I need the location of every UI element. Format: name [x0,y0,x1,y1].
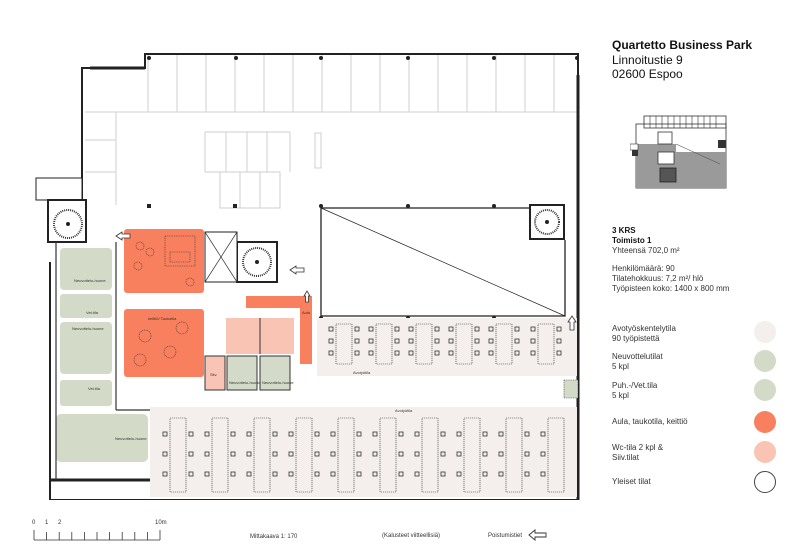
exit-arrows [115,231,577,331]
scale-tick-2: 2 [58,520,62,526]
key-plan-thumbnail [630,114,730,190]
legend-sub: Siiv.tilat [612,453,639,462]
legend-sub: 5 kpl [612,362,629,371]
legend-item-meeting: Neuvottelutilat 5 kpl [612,352,663,372]
legend-item-lobby: Aula, taukotila, keittiö [612,417,688,427]
scale-tick-10m: 10m [155,520,167,526]
legend-swatch-phone [754,379,776,401]
scale-tick-0: 0 [32,520,36,526]
spiral-stair-west-icon [53,209,83,239]
arrow-left-outline-icon [528,529,547,541]
open-office-south [150,407,577,497]
room-label-meeting-3: Neuvottelu-huone [115,436,147,441]
floor-label: 3 KRS [612,226,636,235]
phone-room-2 [60,380,112,406]
exit-arrow-icon [303,290,311,303]
legend-label: Aula, taukotila, keittiö [612,417,688,426]
meeting-room-2 [60,322,112,374]
total-area: Yhteensä 702,0 m² [612,246,680,255]
legend-label: Yleiset tilat [612,477,651,486]
ghost-walls [85,55,578,209]
legend-label: Neuvottelutilat [612,352,663,361]
meeting-room-5 [259,355,291,391]
meeting-room-1 [60,248,112,290]
phone-room-1 [60,294,112,318]
open-office-north [317,318,577,376]
cleaning-room [204,355,226,391]
room-label-open-office-south: Avotyötila [395,408,413,413]
lobby-furniture [133,235,196,367]
room-label-open-office-north: Avotyötila [353,370,371,375]
room-label-phone-1: Vet.tila [86,310,99,315]
furniture-note: (Kalusteet viitteellisiä) [382,533,441,539]
exit-arrow-icon [567,315,577,331]
legend-item-phone: Puh.-/Vet.tila 5 kpl [612,381,657,401]
room-label-meeting-4: Neuvottelu-huone [229,380,261,385]
legend-item-common: Yleiset tilat [612,477,651,487]
desks-south [169,417,565,493]
headcount: Henkilömäärä: 90 [612,264,675,273]
legend-swatch-open-office [754,321,776,343]
room-label-lobby: Aula [302,310,311,315]
floor-plan: Avotyötila Avotyötila Neuvottelu-huone V… [35,53,580,500]
legend-item-wc: Wc-tila 2 kpl & Siiv.tilat [612,443,663,463]
spiral-stair-east-icon [534,209,560,235]
address-street: Linnoitustie 9 [612,53,683,67]
desks-north [335,323,555,365]
room-label-meeting-2: Neuvottelu-huone [72,326,104,331]
unit-label: Toimisto 1 [612,236,652,245]
workstation-size: Työpisteen koko: 1400 x 800 mm [612,284,730,293]
room-label-phone-2: Vet.tila [88,386,101,391]
chairs-north [328,326,562,356]
legend-swatch-meeting [754,350,776,372]
room-label-meeting-5: Neuvottelu-huone [262,380,294,385]
legend-swatch-lobby [754,411,776,433]
scale-label: Mittakaava 1: 170 [250,534,298,540]
scale-bar [33,530,161,541]
exit-arrow-icon [289,265,305,275]
spiral-stair-center-icon [242,247,272,277]
outer-walls [49,53,580,500]
meeting-room-4 [226,355,258,391]
lobby-corridor [246,296,312,364]
exit-arrow-icon [115,231,131,241]
legend-label: Wc-tila 2 kpl & [612,443,664,452]
exits-label: Poistumistiet [488,533,523,539]
unit-info: 3 KRS Toimisto 1 Yhteensä 702,0 m² Henki… [612,226,729,294]
address-city: 02600 Espoo [612,67,683,81]
space-density: Tilatehokkuus: 7,2 m²/ hlö [612,274,704,283]
legend-swatch-wc [754,441,776,463]
room-label-meeting-1: Neuvottelu-huone [74,278,106,283]
legend-sub: 90 työpistettä [612,334,660,343]
stair-west [47,199,87,243]
legend-item-open-office: Avotyöskentelytila 90 työpistettä [612,324,676,344]
lobby-area [124,229,204,293]
room-label-cleaning: Siiv. [210,372,217,377]
room-label-kitchen: keittiö/ Taukotila [148,316,177,321]
legend-swatch-common [754,471,776,493]
kitchen-break-room [124,309,204,377]
legend-sub: 5 kpl [612,391,629,400]
legend-label: Avotyöskentelytila [612,324,676,333]
building-title: Quartetto Business Park [612,38,753,52]
meeting-room-3 [56,414,148,462]
balcony-west [35,177,83,201]
chairs-south [162,431,546,477]
atrium-void [320,207,566,317]
scale-tick-1: 1 [45,520,49,526]
legend-label: Puh.-/Vet.tila [612,381,658,390]
phone-booth-east [563,379,579,399]
